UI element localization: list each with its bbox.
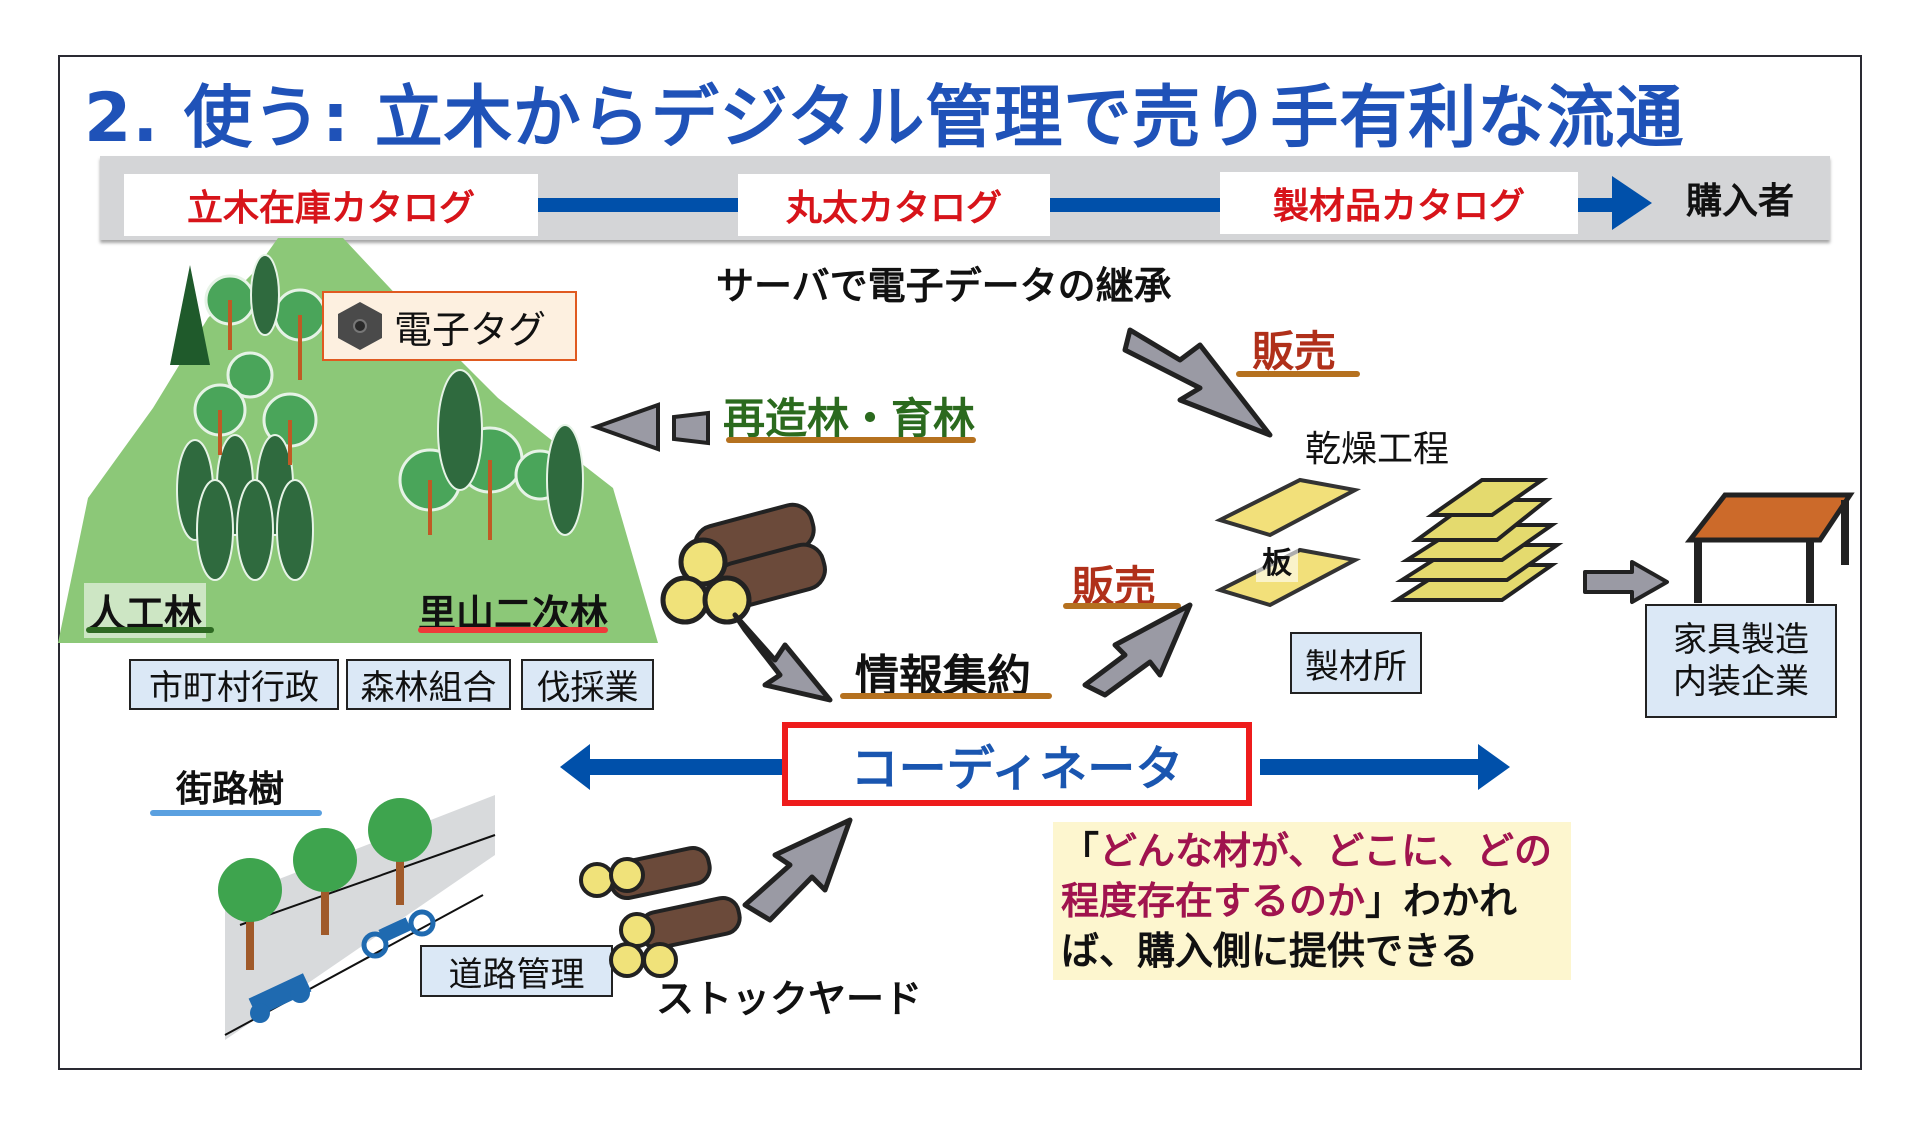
street-trees-illustration — [218, 795, 496, 1040]
sawmill-box: 製材所 — [1290, 632, 1422, 694]
arrow-up-right-icon — [1082, 602, 1193, 698]
arrow-right-icon — [1612, 176, 1652, 230]
note-highlight-2: 程度存在するのか — [1061, 879, 1366, 923]
underline — [840, 693, 1052, 699]
note-highlight-1: どんな材が、どこに、どの — [1099, 829, 1552, 873]
note-open-bracket: 「 — [1061, 829, 1100, 873]
coordinator-box: コーディネータ — [782, 722, 1252, 806]
furniture-line-1: 家具製造 — [1673, 620, 1809, 660]
actor-municipality: 市町村行政 — [129, 659, 339, 710]
catalog-bar: 立木在庫カタログ 丸太カタログ 製材品カタログ 購入者 — [100, 156, 1830, 240]
connector-line — [1050, 198, 1220, 212]
arrow-left-icon — [590, 402, 710, 452]
e-tag-label: 電子タグ — [394, 307, 547, 352]
trees-illustration — [170, 254, 584, 581]
underline — [1236, 371, 1360, 377]
stockyard-label: ストックヤード — [656, 977, 923, 1021]
catalog-standing-tree: 立木在庫カタログ — [124, 174, 538, 236]
logs-illustration — [660, 502, 827, 625]
buyer-label: 購入者 — [1686, 181, 1795, 222]
arrow-down-right-icon — [732, 612, 833, 703]
note-rest-2: 」わかれ — [1365, 879, 1518, 923]
street-trees-label: 街路樹 — [176, 769, 285, 810]
underline — [726, 437, 976, 443]
note-box: 「どんな材が、どこに、どの 程度存在するのか」わかれ ば、購入側に提供できる — [1053, 822, 1571, 980]
furniture-line-2: 内装企業 — [1673, 662, 1809, 702]
board-label: 板 — [1256, 538, 1298, 582]
furniture-box: 家具製造 内装企業 — [1645, 604, 1837, 718]
arrow-down-right-icon — [1122, 327, 1273, 438]
underline — [1063, 603, 1181, 609]
lumber-stack-illustration — [1390, 478, 1564, 602]
arrow-right-icon — [1583, 560, 1669, 604]
underline — [150, 810, 322, 816]
slide-frame — [58, 55, 1862, 1070]
sales-label-mid: 販売 — [1072, 562, 1157, 611]
road-mgmt-box: 道路管理 — [420, 945, 613, 997]
drying-label: 乾燥工程 — [1305, 429, 1450, 470]
table-illustration — [1684, 492, 1855, 603]
underline — [86, 627, 214, 633]
sales-label-top: 販売 — [1252, 327, 1337, 376]
underline — [418, 627, 608, 633]
server-caption: サーバで電子データの継承 — [716, 264, 1172, 308]
e-tag-box: 電子タグ — [322, 291, 577, 361]
catalog-log: 丸太カタログ — [738, 174, 1050, 236]
reforestation-label: 再造林・育林 — [723, 394, 976, 443]
actor-logging: 伐採業 — [521, 659, 654, 710]
slide-title: 2. 使う: 立木からデジタル管理で売り手有利な流通 — [84, 79, 1685, 158]
connector-line — [1578, 198, 1618, 212]
stockyard-logs-illustration — [579, 845, 742, 978]
connector-line — [538, 198, 738, 212]
catalog-lumber: 製材品カタログ — [1220, 172, 1578, 234]
arrow-up-right-icon — [742, 817, 853, 923]
double-arrow — [560, 744, 1510, 790]
hex-tag-icon — [338, 302, 382, 350]
note-line-3: ば、購入側に提供できる — [1061, 929, 1479, 973]
actor-forest-coop: 森林組合 — [346, 659, 511, 710]
